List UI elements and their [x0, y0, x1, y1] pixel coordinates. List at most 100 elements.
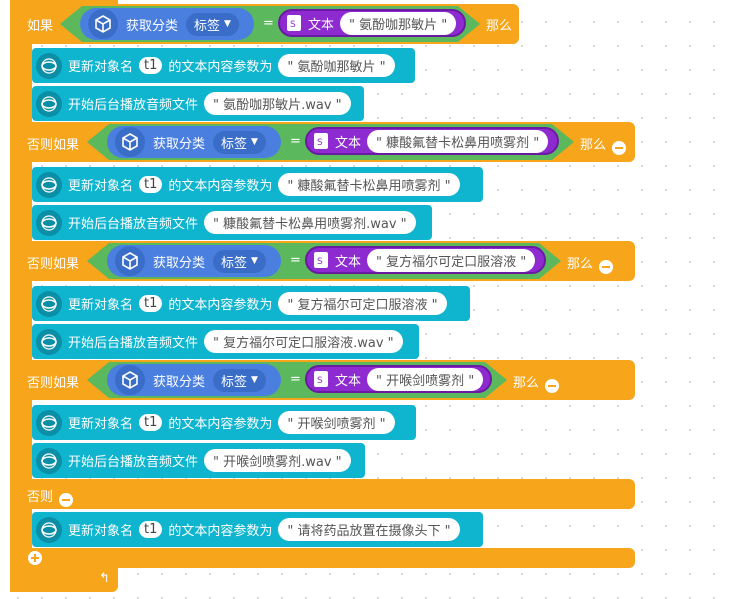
object-name-var[interactable]: t1: [139, 57, 163, 74]
circle-action-icon: [36, 171, 62, 198]
rename-post-label: 的文本内容参数为: [168, 179, 273, 194]
plus-icon[interactable]: [28, 551, 42, 565]
circle-action-icon: [36, 90, 62, 117]
rename-post-label: 的文本内容参数为: [168, 417, 273, 432]
text-doc-icon: S: [287, 15, 301, 31]
tag-dropdown[interactable]: 标签 ▼: [213, 368, 266, 392]
rename-value-input[interactable]: " 氨酚咖那敏片 ": [278, 54, 395, 77]
circle-action-icon: [36, 52, 62, 79]
text-doc-icon: S: [314, 371, 328, 387]
tag-dropdown-label: 标签: [194, 18, 221, 34]
text-label: 文本: [335, 373, 362, 389]
caret-down-icon: ▼: [251, 137, 258, 147]
if-block-bottom[interactable]: [10, 568, 118, 592]
text-reporter[interactable]: S 文本 " 氨酚咖那敏片 ": [278, 9, 466, 37]
audio-label: 开始后台播放音频文件: [68, 217, 199, 232]
update-object-text-block[interactable]: 更新对象名 t1 的文本内容参数为 " 请将药品放置在摄像头下 ": [32, 512, 483, 547]
else-keyword-wrap: 否则: [27, 486, 74, 507]
audio-value-input[interactable]: " 氨酚咖那敏片.wav ": [204, 92, 351, 115]
audio-value-input[interactable]: " 复方福尔可定口服溶液.wav ": [204, 330, 403, 353]
then-label: 那么: [580, 138, 607, 153]
get-category-reporter[interactable]: 获取分类 标签 ▼: [80, 8, 254, 40]
text-value-input[interactable]: " 糠酸氟替卡松鼻用喷雾剂 ": [367, 129, 549, 153]
rename-post-label: 的文本内容参数为: [168, 298, 273, 313]
tag-dropdown-label: 标签: [221, 136, 248, 152]
minus-icon[interactable]: [612, 141, 627, 155]
text-value-input[interactable]: " 开喉剑喷雾剂 ": [367, 367, 484, 391]
rename-pre-label: 更新对象名: [68, 524, 134, 539]
add-branch-footer[interactable]: [22, 548, 635, 568]
rename-post-label: 的文本内容参数为: [168, 60, 273, 75]
update-object-text-block[interactable]: 更新对象名 t1 的文本内容参数为 " 氨酚咖那敏片 ": [32, 48, 415, 83]
text-label: 文本: [335, 254, 362, 270]
svg-text:S: S: [290, 20, 296, 30]
minus-icon[interactable]: [599, 260, 614, 274]
text-doc-icon: S: [314, 252, 328, 268]
text-reporter[interactable]: S 文本 " 复方福尔可定口服溶液 ": [305, 246, 546, 274]
text-value-input[interactable]: " 氨酚咖那敏片 ": [340, 11, 457, 35]
circle-action-icon: [36, 516, 62, 543]
play-audio-block[interactable]: 开始后台播放音频文件 " 复方福尔可定口服溶液.wav ": [32, 324, 419, 359]
rename-pre-label: 更新对象名: [68, 179, 134, 194]
equals-sign: =: [290, 134, 301, 149]
get-category-label: 获取分类: [153, 374, 206, 390]
play-audio-block[interactable]: 开始后台播放音频文件 " 开喉剑喷雾剂.wav ": [32, 443, 365, 478]
get-category-reporter[interactable]: 获取分类 标签 ▼: [107, 364, 281, 396]
text-reporter[interactable]: S 文本 " 开喉剑喷雾剂 ": [305, 365, 492, 393]
get-category-reporter[interactable]: 获取分类 标签 ▼: [107, 126, 281, 158]
minus-icon[interactable]: [545, 379, 560, 393]
play-audio-block[interactable]: 开始后台播放音频文件 " 糠酸氟替卡松鼻用喷雾剂.wav ": [32, 205, 432, 240]
update-object-text-block[interactable]: 更新对象名 t1 的文本内容参数为 " 复方福尔可定口服溶液 ": [32, 286, 470, 321]
then-keyword: 那么: [567, 253, 614, 274]
cube-icon: [115, 365, 145, 395]
tag-dropdown[interactable]: 标签 ▼: [213, 249, 266, 273]
rename-pre-label: 更新对象名: [68, 60, 134, 75]
audio-value-input[interactable]: " 开喉剑喷雾剂.wav ": [204, 449, 351, 472]
text-label: 文本: [308, 17, 335, 33]
rename-pre-label: 更新对象名: [68, 417, 134, 432]
svg-text:S: S: [317, 257, 323, 267]
get-category-label: 获取分类: [153, 136, 206, 152]
then-keyword: 那么: [513, 372, 560, 393]
rename-value-input[interactable]: " 请将药品放置在摄像头下 ": [278, 518, 460, 541]
rename-value-input[interactable]: " 糠酸氟替卡松鼻用喷雾剂 ": [278, 173, 460, 196]
text-label: 文本: [335, 135, 362, 151]
object-name-var[interactable]: t1: [139, 521, 163, 538]
update-object-text-block[interactable]: 更新对象名 t1 的文本内容参数为 " 开喉剑喷雾剂 ": [32, 405, 416, 440]
object-name-var[interactable]: t1: [139, 295, 163, 312]
audio-label: 开始后台播放音频文件: [68, 336, 199, 351]
top-stub: [28, 0, 118, 4]
then-label: 那么: [513, 376, 540, 391]
text-reporter[interactable]: S 文本 " 糠酸氟替卡松鼻用喷雾剂 ": [305, 127, 559, 155]
rename-post-label: 的文本内容参数为: [168, 524, 273, 539]
get-category-reporter[interactable]: 获取分类 标签 ▼: [107, 245, 281, 277]
object-name-var[interactable]: t1: [139, 414, 163, 431]
circle-action-icon: [36, 290, 62, 317]
cube-icon: [115, 127, 145, 157]
else-header[interactable]: [22, 479, 635, 509]
rename-pre-label: 更新对象名: [68, 298, 134, 313]
circle-action-icon: [36, 447, 62, 474]
update-object-text-block[interactable]: 更新对象名 t1 的文本内容参数为 " 糠酸氟替卡松鼻用喷雾剂 ": [32, 167, 483, 202]
else-if-keyword: 否则如果: [27, 257, 80, 272]
if-keyword: 如果: [27, 19, 54, 34]
get-category-label: 获取分类: [126, 18, 179, 34]
caret-down-icon: ▼: [224, 19, 231, 29]
tag-dropdown[interactable]: 标签 ▼: [213, 130, 266, 154]
svg-text:S: S: [317, 138, 323, 148]
rename-value-input[interactable]: " 开喉剑喷雾剂 ": [278, 411, 395, 434]
audio-value-input[interactable]: " 糠酸氟替卡松鼻用喷雾剂.wav ": [204, 211, 416, 234]
equals-sign: =: [290, 372, 301, 387]
else-if-keyword: 否则如果: [27, 376, 80, 391]
caret-down-icon: ▼: [251, 256, 258, 266]
object-name-var[interactable]: t1: [139, 176, 163, 193]
rename-value-input[interactable]: " 复方福尔可定口服溶液 ": [278, 292, 447, 315]
tag-dropdown[interactable]: 标签 ▼: [186, 12, 239, 36]
text-value-input[interactable]: " 复方福尔可定口服溶液 ": [367, 248, 536, 272]
play-audio-block[interactable]: 开始后台播放音频文件 " 氨酚咖那敏片.wav ": [32, 86, 364, 121]
text-doc-icon: S: [314, 133, 328, 149]
minus-icon[interactable]: [59, 493, 74, 507]
cube-icon: [88, 9, 118, 39]
then-keyword: 那么: [486, 19, 513, 34]
audio-label: 开始后台播放音频文件: [68, 98, 199, 113]
